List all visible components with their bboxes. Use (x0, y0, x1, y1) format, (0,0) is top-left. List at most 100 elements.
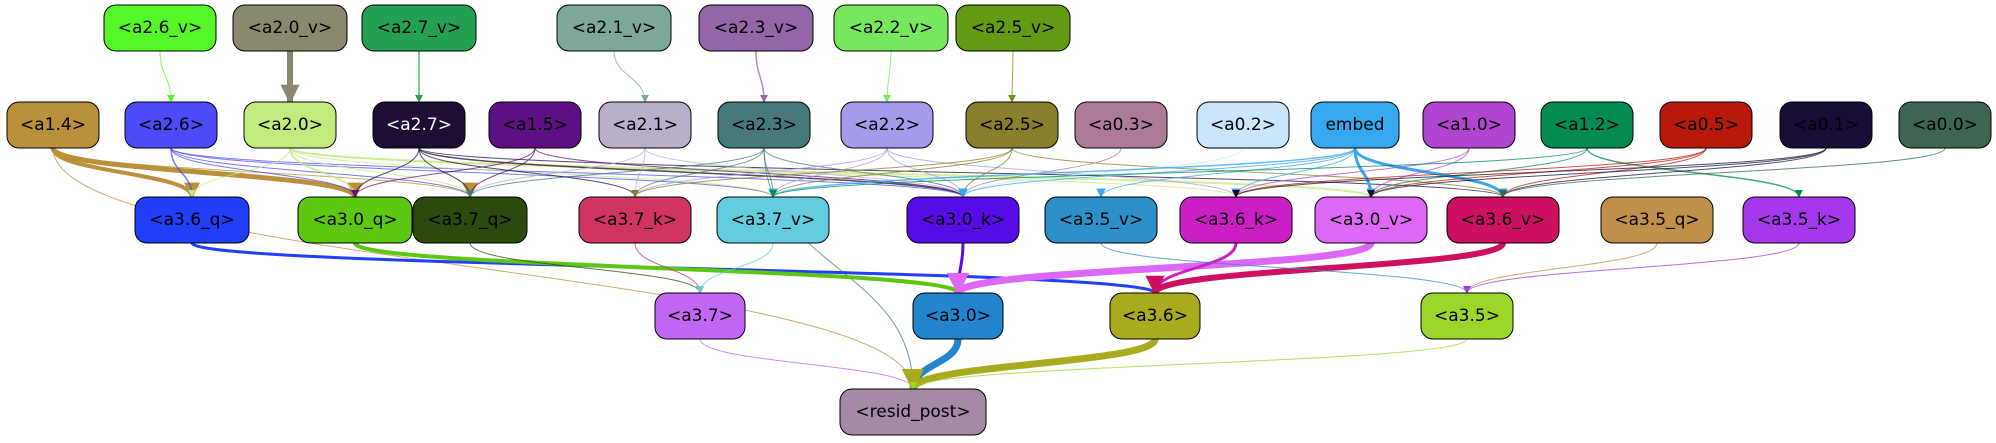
node-label: <a3.6_k> (1194, 210, 1278, 230)
edge-a1-5-to-a3-0-k (534, 147, 967, 198)
node-a3-7[interactable]: <a3.7> (654, 292, 746, 340)
node-a2-3-v[interactable]: <a2.3_v> (698, 4, 814, 52)
node-a2-0-v[interactable]: <a2.0_v> (232, 4, 348, 52)
edge-a2-3-to-a3-0-k (763, 147, 967, 198)
edge-a3-5-v-to-a3-5 (1100, 242, 1471, 294)
node-box (578, 196, 692, 244)
node-a3-5-q[interactable]: <a3.5_q> (1600, 196, 1714, 244)
node-box (103, 4, 217, 52)
node-label: <a3.6> (1122, 306, 1188, 326)
edge-a2-7-to-a3-0-q (351, 147, 420, 198)
node-embed[interactable]: embed (1310, 101, 1400, 149)
node-a2-0[interactable]: <a2.0> (243, 101, 337, 149)
node-a3-7-k[interactable]: <a3.7_k> (578, 196, 692, 244)
node-a0-1[interactable]: <a0.1> (1779, 101, 1873, 149)
nodes-layer: <a2.6_v> <a2.0_v> <a2.7_v> <a2.1_v> <a2.3_v>… (6, 4, 1992, 436)
node-label: <a3.5_v> (1059, 210, 1144, 230)
node-a1-0[interactable]: <a1.0> (1422, 101, 1516, 149)
node-a0-3[interactable]: <a0.3> (1074, 101, 1168, 149)
node-label: <a3.6_q> (149, 210, 234, 230)
node-label: <a2.1_v> (572, 18, 657, 38)
edge-a2-3-to-a3-7-q (466, 147, 765, 198)
node-a2-2[interactable]: <a2.2> (840, 101, 934, 149)
node-a3-5[interactable]: <a3.5> (1420, 292, 1514, 340)
node-box (833, 4, 949, 52)
node-a2-5[interactable]: <a2.5> (965, 101, 1059, 149)
node-a3-0-q[interactable]: <a3.0_q> (297, 196, 413, 244)
node-box (134, 196, 250, 244)
node-a3-7-v[interactable]: <a3.7_v> (716, 196, 830, 244)
node-a0-5[interactable]: <a0.5> (1659, 101, 1753, 149)
node-label: <a1.0> (1436, 115, 1502, 135)
edge-a2-5-to-a3-7-v (769, 147, 1013, 198)
node-a3-0[interactable]: <a3.0> (912, 292, 1004, 340)
node-resid-post[interactable]: <resid_post> (839, 388, 987, 436)
node-label: <a3.0_v> (1329, 210, 1414, 230)
node-a3-0-k[interactable]: <a3.0_k> (906, 196, 1020, 244)
node-label: <a3.7_k> (593, 210, 677, 230)
edge-embed-to-a3-6-v (1353, 147, 1508, 198)
node-a2-5-v[interactable]: <a2.5_v> (955, 4, 1071, 52)
node-a3-0-v[interactable]: <a3.0_v> (1314, 196, 1428, 244)
node-box (1044, 196, 1158, 244)
node-a2-1-v[interactable]: <a2.1_v> (556, 4, 672, 52)
node-label: <a2.2> (854, 115, 920, 135)
node-label: <a1.5> (502, 115, 568, 135)
node-a1-5[interactable]: <a1.5> (488, 101, 582, 149)
node-box (840, 101, 934, 149)
node-box (6, 101, 100, 149)
node-a2-2-v[interactable]: <a2.2_v> (833, 4, 949, 52)
node-a3-6-q[interactable]: <a3.6_q> (134, 196, 250, 244)
node-label: <a2.5> (979, 115, 1045, 135)
edge-a2-0-to-a3-7-q (289, 147, 474, 198)
node-box (243, 101, 337, 149)
edge-a2-1-v-to-a2-1 (613, 50, 649, 103)
node-a0-0[interactable]: <a0.0> (1898, 101, 1992, 149)
node-a2-3[interactable]: <a2.3> (717, 101, 811, 149)
node-a3-6-v[interactable]: <a3.6_v> (1446, 196, 1560, 244)
node-label: <a3.0_q> (312, 210, 397, 230)
node-label: embed (1325, 115, 1384, 135)
edge-a2-5-to-a3-7-k (631, 147, 1013, 198)
edge-embed-to-a3-5-v (1096, 147, 1356, 198)
edge-embed-to-a3-0-v (1353, 147, 1376, 198)
edge-a2-3-to-a3-7-k (631, 147, 765, 198)
node-a2-7-v[interactable]: <a2.7_v> (361, 4, 477, 52)
edge-a2-0-to-a3-7-v (289, 147, 777, 198)
edge-a2-7-to-a3-7-k (418, 147, 639, 198)
node-a2-7[interactable]: <a2.7> (372, 101, 466, 149)
node-label: <a2.6> (138, 115, 204, 135)
node-box (716, 196, 830, 244)
node-a2-1[interactable]: <a2.1> (598, 101, 692, 149)
edge-a2-0-to-a3-6-q (188, 147, 291, 198)
node-a2-6-v[interactable]: <a2.6_v> (103, 4, 217, 52)
node-a3-6[interactable]: <a3.6> (1109, 292, 1201, 340)
node-label: <a0.5> (1673, 115, 1739, 135)
node-a1-2[interactable]: <a1.2> (1540, 101, 1634, 149)
node-box (1779, 101, 1873, 149)
node-a2-6[interactable]: <a2.6> (124, 101, 218, 149)
node-box (1314, 196, 1428, 244)
node-box (1196, 101, 1290, 149)
node-a3-6-k[interactable]: <a3.6_k> (1179, 196, 1293, 244)
node-box (717, 101, 811, 149)
node-box (372, 101, 466, 149)
node-box (1310, 101, 1400, 149)
edge-a2-3-v-to-a2-3 (755, 50, 768, 103)
node-a0-2[interactable]: <a0.2> (1196, 101, 1290, 149)
node-box (124, 101, 218, 149)
node-label: <a2.2_v> (849, 18, 934, 38)
node-a3-5-v[interactable]: <a3.5_v> (1044, 196, 1158, 244)
node-a3-5-k[interactable]: <a3.5_k> (1742, 196, 1856, 244)
edge-a1-5-to-a3-0-q (351, 147, 536, 198)
node-a1-4[interactable]: <a1.4> (6, 101, 100, 149)
edges-layer (50, 50, 1946, 392)
edge-a3-0-v-to-a3-0 (947, 239, 1375, 297)
edge-a2-6-to-a3-7-v (170, 147, 777, 198)
edge-a3-6-v-to-a3-6 (1145, 241, 1506, 295)
edge-a3-6-to-resid-post (901, 337, 1159, 392)
node-label: <a1.4> (20, 115, 86, 135)
node-box (698, 4, 814, 52)
node-a3-7-q[interactable]: <a3.7_q> (412, 196, 528, 244)
edge-embed-to-a3-0-k (958, 147, 1356, 198)
